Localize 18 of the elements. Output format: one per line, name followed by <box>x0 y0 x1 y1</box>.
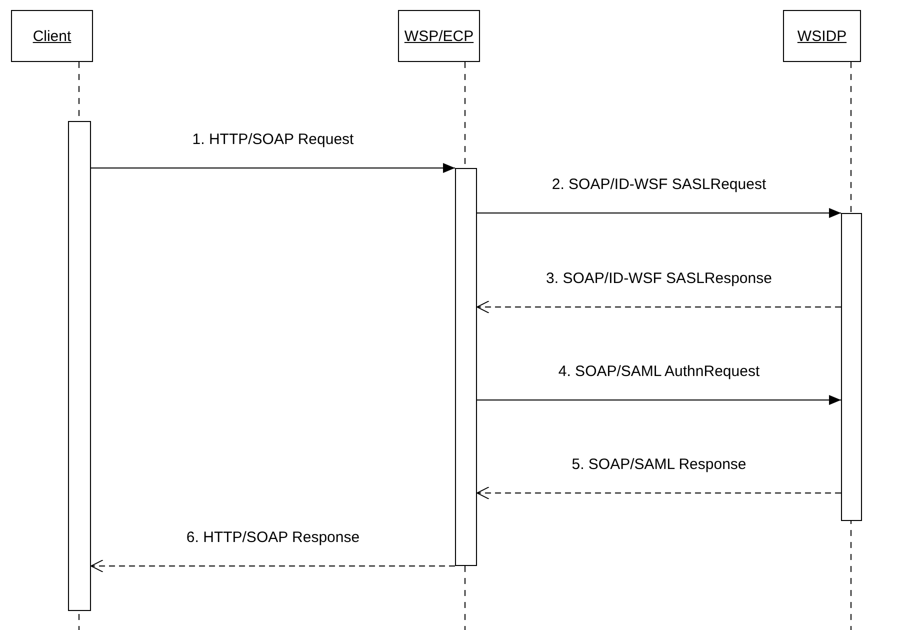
message-arrow <box>90 163 456 173</box>
activation-bar <box>68 121 91 611</box>
activation-bar <box>841 213 862 521</box>
message-arrow <box>476 395 842 405</box>
message-label: 5. SOAP/SAML Response <box>570 456 748 473</box>
message-arrow <box>476 486 842 500</box>
message-label: 1. HTTP/SOAP Request <box>190 131 356 148</box>
message-arrow <box>476 300 842 314</box>
activation-bar <box>455 168 477 566</box>
message-label: 2. SOAP/ID-WSF SASLRequest <box>550 176 768 193</box>
participant-box: WSP/ECP <box>398 10 480 62</box>
participant-box: WSIDP <box>783 10 861 62</box>
participant-box: Client <box>11 10 93 62</box>
message-label: 4. SOAP/SAML AuthnRequest <box>556 363 762 380</box>
message-label: 3. SOAP/ID-WSF SASLResponse <box>544 270 774 287</box>
message-arrow <box>476 208 842 218</box>
message-arrow <box>90 560 456 572</box>
message-label: 6. HTTP/SOAP Response <box>184 529 362 546</box>
